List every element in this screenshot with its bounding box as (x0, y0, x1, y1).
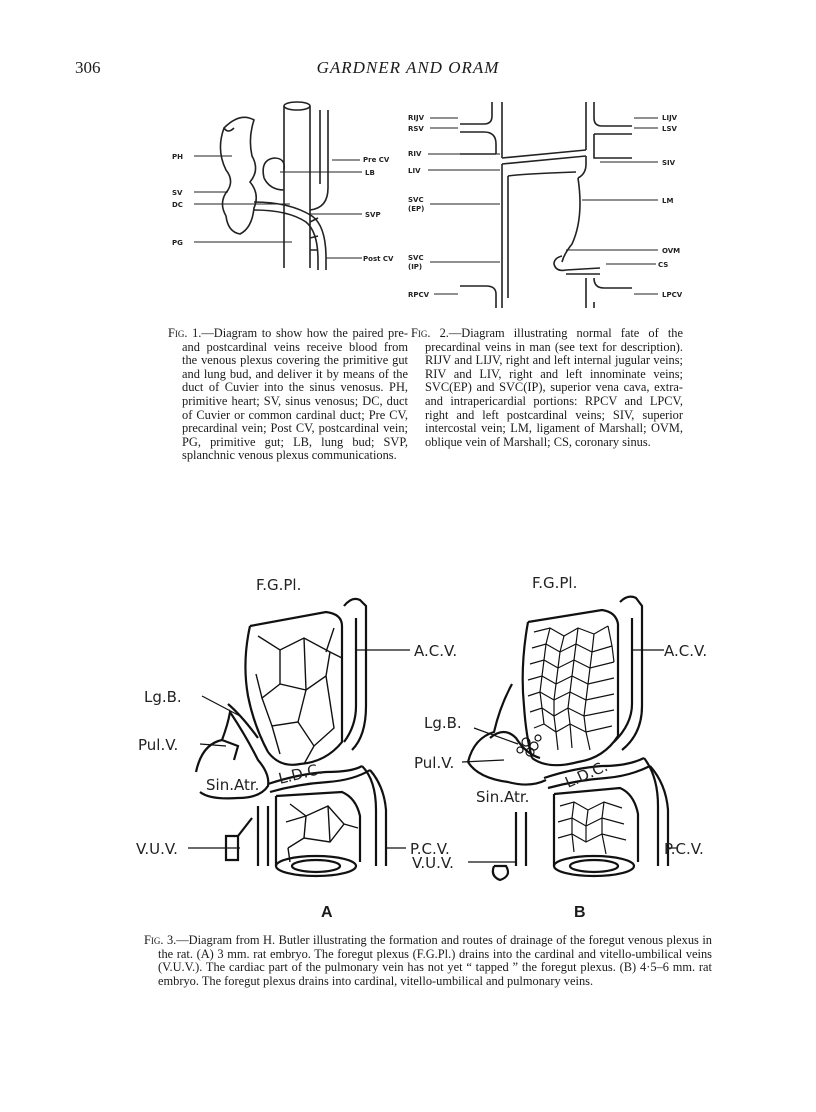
fig3a-label-pulv: Pul.V. (138, 736, 178, 754)
fig2-label-rsv: RSV (408, 125, 424, 133)
fig1-label-sv: SV (172, 189, 183, 197)
figure-1-caption: Fig. 1.—Diagram to show how the paired p… (168, 326, 408, 463)
fig1-label-ph: PH (172, 153, 183, 161)
figure-3-caption-label: Fig. 3. (144, 933, 177, 947)
running-title: GARDNER AND ORAM (316, 58, 500, 77)
fig3a-label-lgb: Lg.B. (144, 688, 182, 706)
fig2-label-liv: LIV (408, 167, 421, 175)
fig2-label-lijv: LIJV (662, 114, 678, 122)
fig3a-label-sinatr: Sin.Atr. (206, 776, 259, 794)
fig3b-label-sinatr: Sin.Atr. (476, 788, 529, 806)
figure-2-diagram: RIJV RSV RIV LIV SVC (EP) SVC (IP) RPCV … (408, 102, 683, 308)
figure-2-caption: Fig. 2.—Diagram illustrating normal fate… (411, 326, 683, 449)
figure-1-caption-label: Fig. 1. (168, 326, 202, 340)
fig3a-label-pcv: P.C.V. (410, 840, 450, 858)
fig2-label-rpcv: RPCV (408, 291, 430, 299)
fig3a-label-vuv: V.U.V. (136, 840, 178, 858)
running-head: 306 GARDNER AND ORAM (0, 58, 816, 82)
page-number: 306 (75, 58, 101, 77)
fig2-label-lpcv: LPCV (662, 291, 683, 299)
panel-a-letter: A (321, 904, 333, 921)
figure-3-caption: Fig. 3.—Diagram from H. Butler illustrat… (144, 933, 712, 988)
fig1-label-post-cv: Post CV (363, 255, 394, 263)
fig3b-label-acv: A.C.V. (664, 642, 707, 660)
fig2-label-lm: LM (662, 197, 673, 205)
fig3b-label-pulv: Pul.V. (414, 754, 454, 772)
fig1-label-dc: DC (172, 201, 183, 209)
figure-3-panel-b-diagram: F.G.Pl. A.C.V. Lg.B. Pul.V. Sin.Atr. L.D… (412, 574, 707, 882)
figure-2-caption-text: —Diagram illustrating normal fate of the… (425, 326, 683, 449)
fig3a-label-acv: A.C.V. (414, 642, 457, 660)
figure-1-diagram: PH SV DC PG Pre CV LB SVP Post CV (172, 101, 394, 270)
figure-1-caption-text: —Diagram to show how the paired pre- and… (182, 326, 408, 463)
fig1-label-svp: SVP (365, 211, 381, 219)
figure-3-panel-a-diagram: F.G.Pl. A.C.V. Lg.B. Pul.V. Sin.Atr. L.D… (136, 576, 457, 878)
fig3b-label-ldc: L.D.C. (562, 757, 610, 792)
fig2-label-svc-ip-2: (IP) (408, 263, 422, 271)
fig3b-label-fgpl: F.G.Pl. (532, 574, 577, 592)
figure-3-caption-text: —Diagram from H. Butler illustrating the… (158, 933, 712, 988)
fig2-label-svc-ep-1: SVC (408, 196, 424, 204)
fig3a-label-fgpl: F.G.Pl. (256, 576, 301, 594)
panel-b-letter: B (574, 904, 586, 921)
fig3b-label-vuv: V.U.V. (412, 854, 454, 872)
fig1-label-pg: PG (172, 239, 183, 247)
figure-2-caption-label: Fig. 2. (411, 326, 449, 340)
fig1-label-lb: LB (365, 169, 375, 177)
fig3b-label-pcv: P.C.V. (664, 840, 704, 858)
fig2-label-lsv: LSV (662, 125, 678, 133)
fig2-label-rijv: RIJV (408, 114, 425, 122)
fig2-label-ovm: OVM (662, 247, 680, 255)
fig2-label-cs: CS (658, 261, 668, 269)
fig2-label-siv: SIV (662, 159, 676, 167)
fig2-label-svc-ip-1: SVC (408, 254, 424, 262)
fig1-label-pre-cv: Pre CV (363, 156, 390, 164)
fig3b-label-lgb: Lg.B. (424, 714, 462, 732)
fig2-label-svc-ep-2: (EP) (408, 205, 424, 213)
fig2-label-riv: RIV (408, 150, 422, 158)
